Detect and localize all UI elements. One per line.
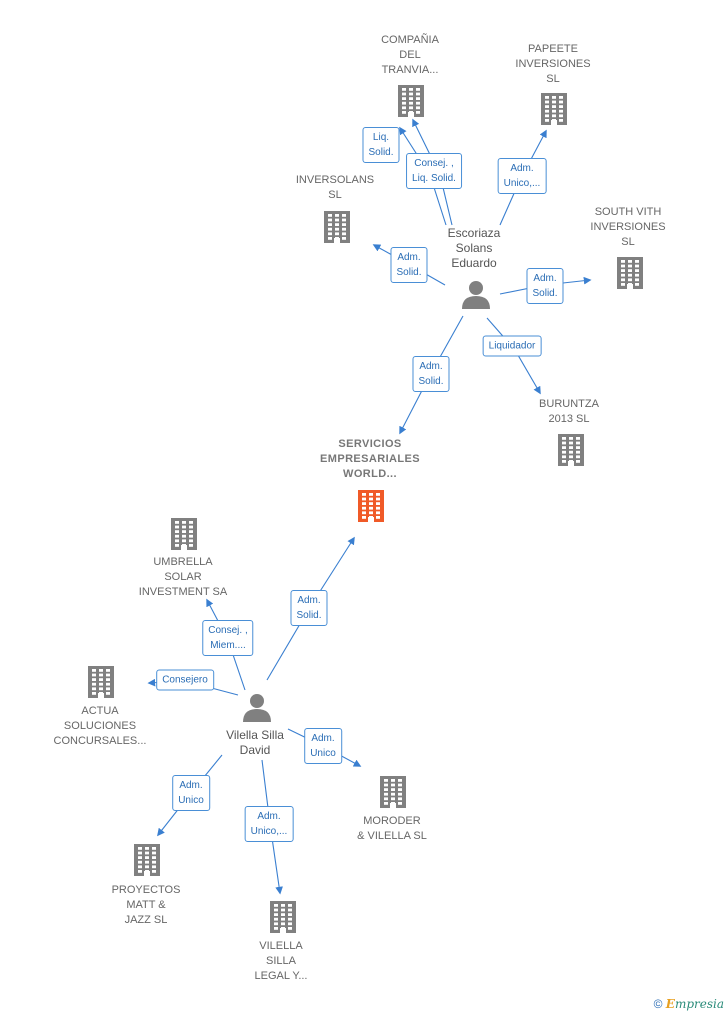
- company-label-proyectos[interactable]: PROYECTOS MATT & JAZZ SL: [111, 884, 181, 926]
- edge-label-consejero[interactable]: Consejero: [156, 669, 214, 691]
- edge-label-liq-solid[interactable]: Liq. Solid.: [362, 127, 400, 163]
- company-label-compania[interactable]: COMPAÑIA DEL TRANVIA...: [381, 34, 439, 76]
- person-icon-escoriaza[interactable]: [462, 281, 490, 309]
- person-icon-vilella[interactable]: [243, 694, 271, 722]
- empresia-watermark: © Empresia: [654, 997, 724, 1011]
- copyright-icon: ©: [653, 997, 663, 1011]
- building-icon-vilellalegal[interactable]: [270, 901, 296, 933]
- edge-label-adm-solid-center-bottom[interactable]: Adm. Solid.: [290, 590, 328, 626]
- edge-label-adm-solid-southvith[interactable]: Adm. Solid.: [526, 268, 564, 304]
- building-icon-center[interactable]: [358, 490, 384, 522]
- building-icon-compania[interactable]: [398, 85, 424, 117]
- edge-label-adm-solid-center-top[interactable]: Adm. Solid.: [412, 356, 450, 392]
- building-icon-buruntza[interactable]: [558, 434, 584, 466]
- building-icon-southvith[interactable]: [617, 257, 643, 289]
- company-label-buruntza[interactable]: BURUNTZA 2013 SL: [539, 398, 599, 425]
- building-icon-proyectos[interactable]: [134, 844, 160, 876]
- company-label-southvith[interactable]: SOUTH VITH INVERSIONES SL: [590, 206, 666, 248]
- brand-initial: E: [665, 997, 675, 1011]
- edge-label-adm-solid-inversolans[interactable]: Adm. Solid.: [390, 247, 428, 283]
- edge-label-adm-unico-vilellalegal[interactable]: Adm. Unico,...: [244, 806, 294, 842]
- person-label-vilella[interactable]: Vilella Silla David: [226, 728, 284, 757]
- center-company-label[interactable]: SERVICIOS EMPRESARIALES WORLD...: [320, 438, 420, 480]
- company-label-inversolans[interactable]: INVERSOLANS SL: [295, 174, 375, 201]
- company-label-vilellalegal[interactable]: VILELLA SILLA LEGAL Y...: [254, 940, 308, 982]
- company-label-umbrella[interactable]: UMBRELLA SOLAR INVESTMENT SA: [138, 556, 228, 598]
- company-label-moroder[interactable]: MORODER & VILELLA SL: [357, 815, 427, 842]
- edge-label-adm-unico-papeete[interactable]: Adm. Unico,...: [497, 158, 547, 194]
- edge-label-consej-miem[interactable]: Consej. , Miem....: [202, 620, 254, 656]
- building-icon-inversolans[interactable]: [324, 211, 350, 243]
- building-icon-actua[interactable]: [88, 666, 114, 698]
- company-label-papeete[interactable]: PAPEETE INVERSIONES SL: [515, 43, 591, 85]
- building-icon-moroder[interactable]: [380, 776, 406, 808]
- edge-label-adm-unico-proyectos[interactable]: Adm. Unico: [172, 775, 210, 811]
- building-icon-umbrella[interactable]: [171, 518, 197, 550]
- brand-rest: mpresia: [674, 997, 724, 1011]
- edge-label-liquidador[interactable]: Liquidador: [482, 335, 542, 357]
- edge-label-consej-liq[interactable]: Consej. , Liq. Solid.: [406, 153, 462, 189]
- edge-label-adm-unico-moroder[interactable]: Adm. Unico: [304, 728, 342, 764]
- company-label-actua[interactable]: ACTUA SOLUCIONES CONCURSALES...: [53, 705, 147, 747]
- person-label-escoriaza[interactable]: Escoriaza Solans Eduardo: [447, 226, 501, 270]
- building-icon-papeete[interactable]: [541, 93, 567, 125]
